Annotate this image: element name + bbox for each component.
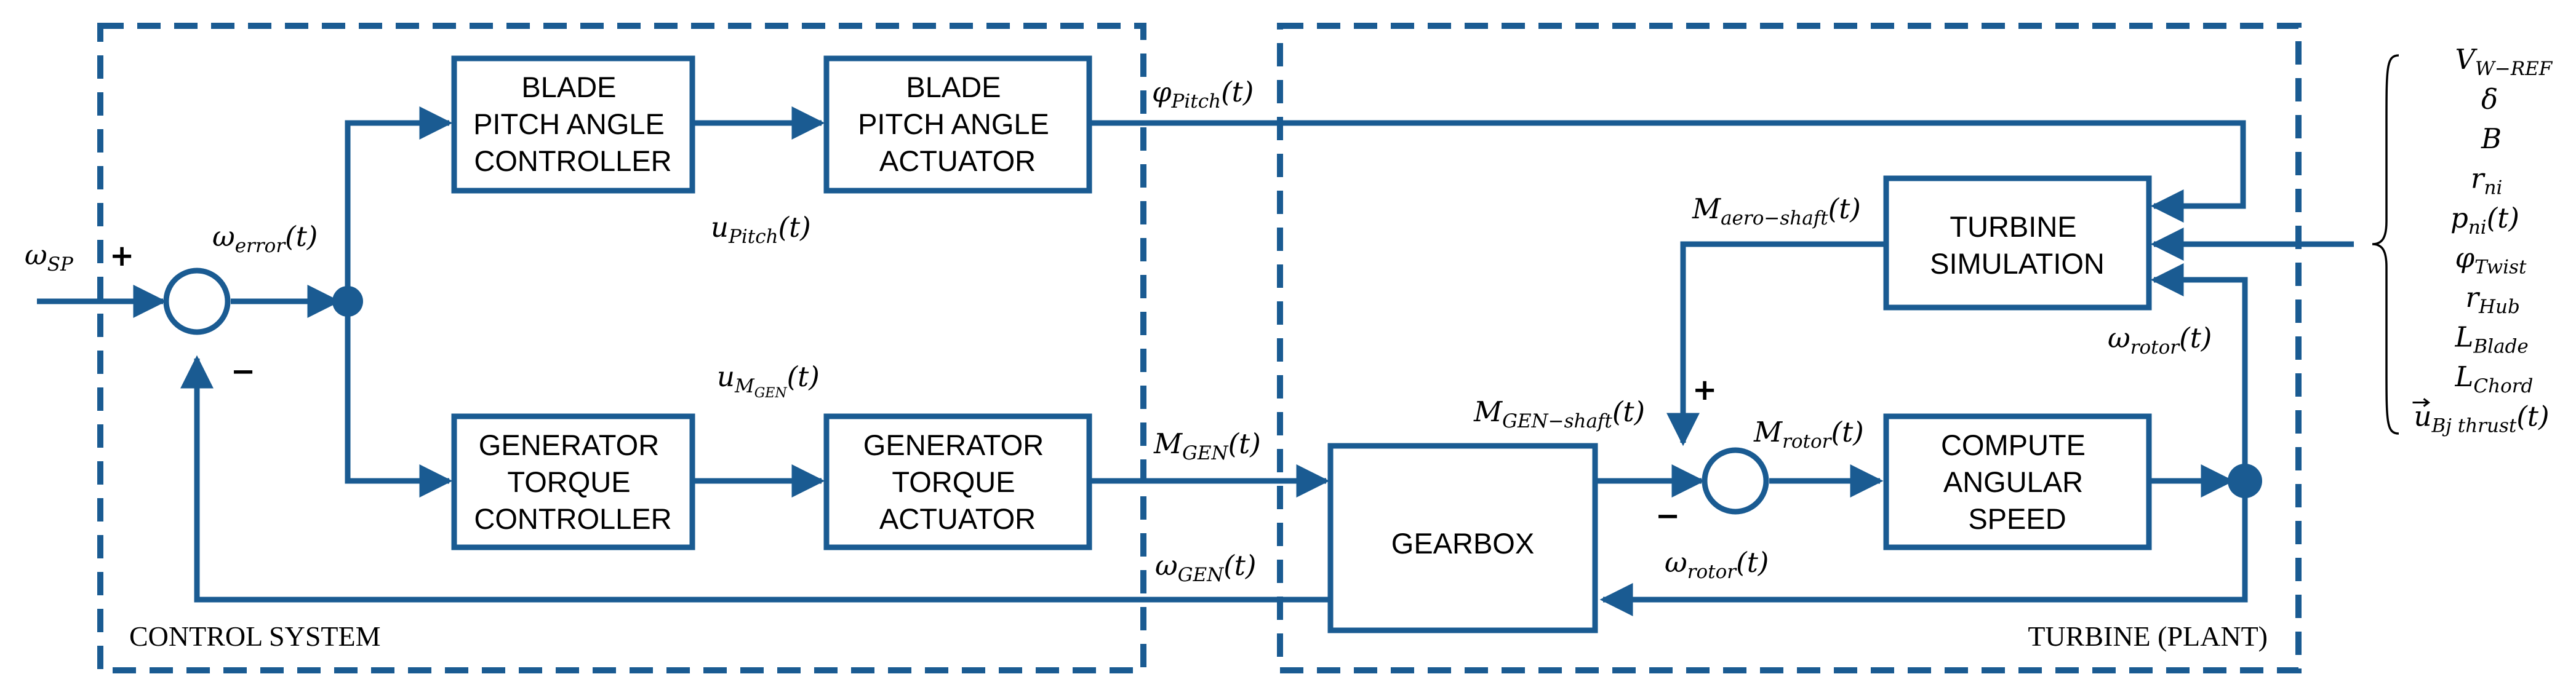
gen-actuator-line-2: TORQUE — [892, 466, 1015, 498]
parameter-item: uBj thrust(t) — [2414, 400, 2550, 437]
turbine-plant-frame — [1277, 23, 2302, 673]
branch-point-rotor — [2228, 464, 2262, 498]
compute-angular-speed-block: COMPUTE ANGULAR SPEED — [1883, 413, 2152, 550]
m-aero-shaft-arrow — [1666, 241, 1886, 446]
label-omega-sp: ωSP — [25, 239, 74, 276]
label-u-pitch: uPitch(t) — [711, 211, 811, 248]
parameter-item: δ — [2481, 83, 2498, 116]
svg-text:BLADE PITCH ANGLE: BLADE PITCH ANGLE CONTROLLER — [473, 71, 673, 177]
label-m-gen-shaft: MGEN−shaft(t) — [1473, 395, 1645, 432]
turbine-parameter-list: VW−REFδBrnipni(t)φTwistrHubLBladeLChordu… — [2412, 43, 2553, 437]
label-omega-gen: ωGEN(t) — [1155, 549, 1256, 586]
label-m-gen: MGEN(t) — [1153, 427, 1261, 464]
compute-speed-line-1: COMPUTE — [1941, 429, 2086, 461]
control-system-frame — [97, 23, 1146, 673]
gen-actuator-line-1: GENERATOR — [863, 429, 1044, 461]
parameter-item: B — [2481, 122, 2502, 155]
sum1-minus-sign: − — [231, 354, 255, 389]
omega-gen-feedback-arrow — [180, 355, 1330, 603]
signal-labels: ωSP ωerror(t) φPitch(t) uPitch(t) uMGEN(… — [25, 76, 2212, 586]
summing-junction-error — [163, 268, 231, 335]
gearbox-block: GEARBOX — [1327, 443, 1598, 633]
parameter-item: rHub — [2466, 281, 2520, 318]
pitch-controller-line-1: BLADE — [521, 71, 616, 103]
parameter-item: pni(t) — [2450, 202, 2519, 239]
phi-pitch-arrow — [1089, 120, 2246, 223]
parameter-item: LChord — [2455, 360, 2534, 397]
parameter-item: VW−REF — [2455, 43, 2553, 80]
compute-speed-line-2: ANGULAR — [1943, 466, 2083, 498]
label-m-aero-shaft: Maero−shaft(t) — [1692, 192, 1861, 229]
turbine-simulation-block: TURBINE SIMULATION — [1883, 175, 2152, 311]
svg-text:COMPUTE ANGULAR SP: COMPUTE ANGULAR SPEED — [1941, 429, 2094, 535]
svg-text:GENERATOR TORQUE A: GENERATOR TORQUE ACTUATOR — [863, 429, 1052, 535]
pitch-actuator-line-1: BLADE — [906, 71, 1001, 103]
label-omega-rotor-top: ωrotor(t) — [2108, 322, 2212, 359]
gen-controller-line-3: CONTROLLER — [474, 502, 671, 535]
turbine-plant-label: TURBINE (PLANT) — [2028, 621, 2268, 652]
summing-junction-torque — [1702, 447, 1769, 515]
pitch-actuator-line-3: ACTUATOR — [879, 145, 1036, 177]
gearbox-label: GEARBOX — [1391, 527, 1534, 560]
parameter-item: LBlade — [2455, 321, 2529, 358]
omega-rotor-to-gearbox-arrow — [1599, 481, 2248, 616]
turbine-sim-line-2: SIMULATION — [1930, 247, 2105, 280]
label-u-mgen: uMGEN(t) — [717, 360, 820, 401]
label-phi-pitch: φPitch(t) — [1152, 76, 1254, 113]
gen-actuator-line-3: ACTUATOR — [879, 502, 1036, 535]
parameter-brace — [2372, 54, 2399, 435]
pitch-controller-block: BLADE PITCH ANGLE CONTROLLER — [451, 55, 695, 194]
pitch-actuator-block: BLADE PITCH ANGLE ACTUATOR — [823, 55, 1092, 194]
pitch-controller-line-2: PITCH ANGLE — [473, 108, 665, 140]
parameter-item: φTwist — [2455, 242, 2527, 279]
label-omega-rotor-bottom: ωrotor(t) — [1665, 546, 1769, 583]
gen-controller-line-2: TORQUE — [507, 466, 630, 498]
parameter-item: rni — [2471, 162, 2502, 199]
label-omega-error: ωerror(t) — [212, 220, 318, 257]
omega-rotor-feedback-arrow — [2150, 263, 2248, 474]
pitch-actuator-line-2: PITCH ANGLE — [858, 108, 1049, 140]
sum1-plus-sign: + — [110, 239, 134, 273]
svg-text:BLADE PITCH ANGLE: BLADE PITCH ANGLE ACTUATOR — [858, 71, 1057, 177]
to-pitch-controller-arrow — [345, 106, 453, 301]
signal-wires — [37, 106, 2354, 616]
turbine-sim-line-1: TURBINE — [1950, 210, 2076, 243]
vector-arrow-icon — [2412, 398, 2430, 407]
compute-speed-line-3: SPEED — [1968, 502, 2066, 535]
svg-text:GENERATOR TORQUE C: GENERATOR TORQUE CONTROLLER — [474, 429, 671, 535]
gen-controller-line-1: GENERATOR — [479, 429, 659, 461]
generator-torque-actuator-block: GENERATOR TORQUE ACTUATOR — [823, 413, 1092, 550]
label-m-rotor: Mrotor(t) — [1753, 416, 1864, 453]
sum2-plus-sign: + — [1692, 373, 1717, 407]
to-gen-controller-arrow — [345, 301, 453, 498]
pitch-controller-line-3: CONTROLLER — [474, 145, 671, 177]
svg-text:TURBINE SIMULATION: TURBINE SIMULATION — [1930, 210, 2105, 280]
control-system-label: CONTROL SYSTEM — [129, 621, 381, 652]
branch-point-error — [332, 286, 363, 317]
generator-torque-controller-block: GENERATOR TORQUE CONTROLLER — [451, 413, 695, 550]
sum2-minus-sign: − — [1655, 499, 1680, 533]
